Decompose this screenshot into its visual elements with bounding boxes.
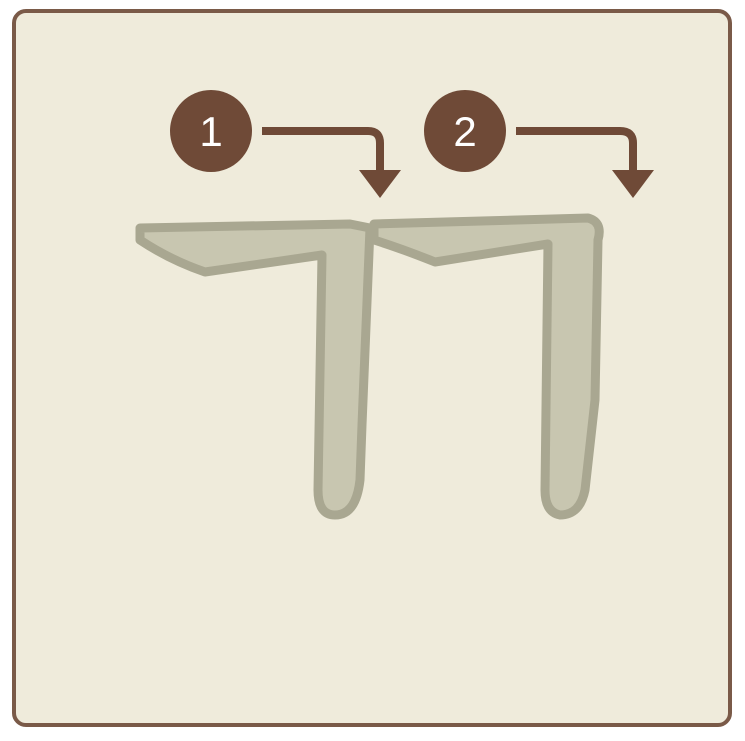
hook-right-down-arrow-icon xyxy=(262,127,401,198)
step-1-number: 1 xyxy=(199,108,222,155)
step-1-marker: 1 xyxy=(170,90,401,198)
step-2-marker: 2 xyxy=(424,90,654,198)
step-2-badge xyxy=(424,90,506,172)
stroke-2-glyph xyxy=(369,213,604,520)
stroke-1-glyph xyxy=(135,219,375,520)
hook-right-down-arrow-icon xyxy=(516,127,654,198)
step-1-badge xyxy=(170,90,252,172)
step-2-number: 2 xyxy=(453,108,476,155)
